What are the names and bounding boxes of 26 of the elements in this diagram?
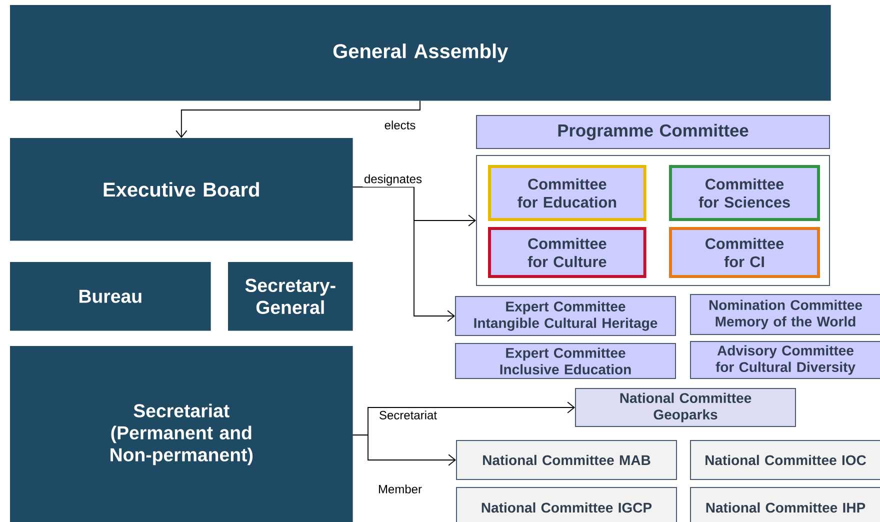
- committee-box: Nomination Committee Memory of the World: [690, 294, 880, 335]
- committee-box: National Committee IHP: [690, 487, 880, 522]
- committee-box: Committee for Education: [488, 165, 646, 221]
- committee-box: Expert Committee Inclusive Education: [455, 343, 676, 379]
- edge-label: Member: [376, 483, 424, 495]
- board-box: Secretary-General: [228, 262, 353, 331]
- arrow: [352, 434, 456, 466]
- committee-box: National Committee Geoparks: [575, 388, 796, 427]
- assembly-box: General Assembly: [10, 5, 831, 101]
- committee-box: National Committee IOC: [690, 440, 880, 480]
- committee-box: National Committee IGCP: [456, 487, 677, 522]
- board-box: Executive Board: [10, 138, 353, 241]
- edge-label: Secretariat: [378, 409, 438, 421]
- edge-label: designates: [362, 173, 424, 187]
- committee-box: Advisory Committee for Cultural Diversity: [690, 341, 880, 379]
- board-box: Bureau: [10, 262, 211, 331]
- committee-box: Committee for Sciences: [669, 165, 820, 221]
- secretariat-box: Secretariat (Permanent and Non-permanent): [10, 346, 353, 522]
- committee-box: Committee for Culture: [488, 227, 646, 278]
- committee-box: National Committee MAB: [456, 440, 677, 480]
- edge-label: elects: [383, 119, 418, 131]
- committee-box: Committee for CI: [669, 227, 820, 278]
- committee-box: Expert Committee Intangible Cultural Heritage: [455, 296, 676, 336]
- arrow: [352, 186, 455, 322]
- committee-box: Programme Committee: [476, 115, 830, 149]
- arrow: [176, 100, 420, 138]
